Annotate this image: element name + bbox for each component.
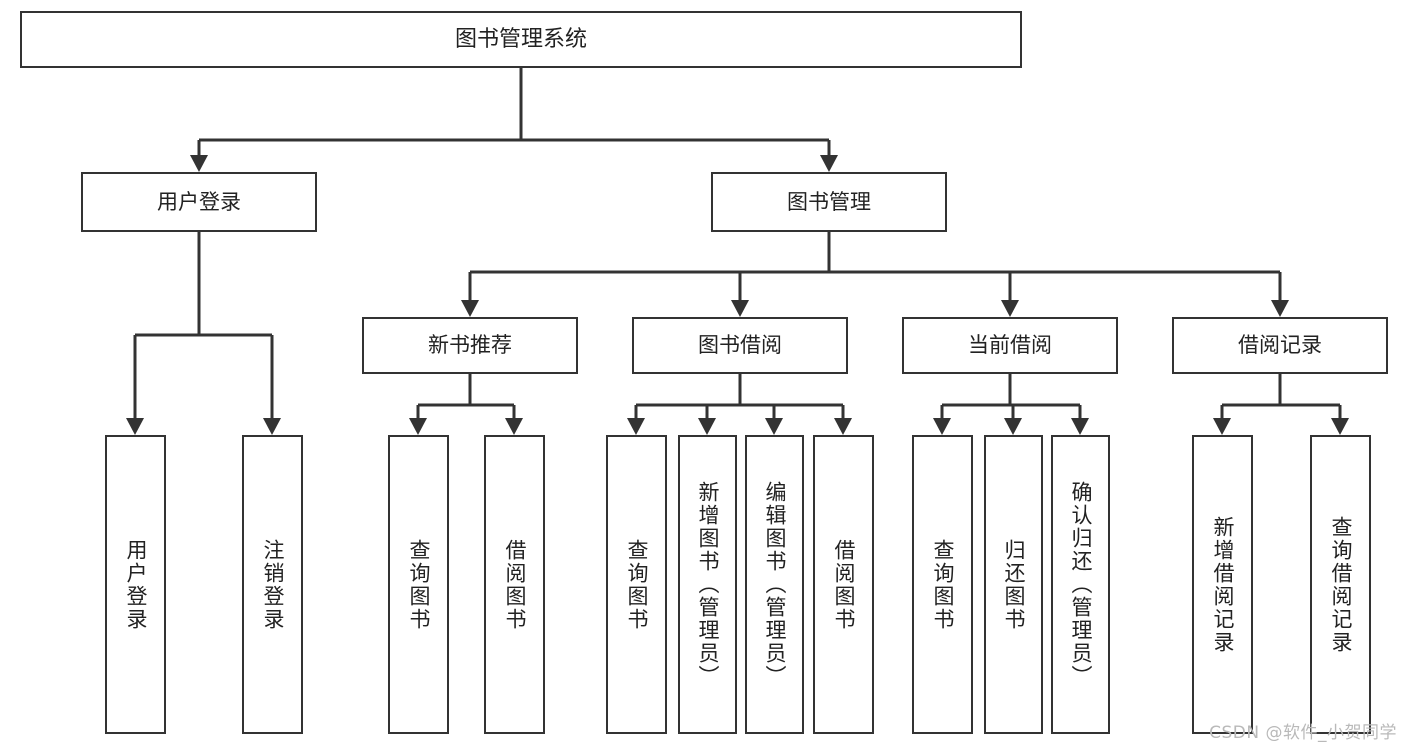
node-leaf-query-book-1[interactable]: 查询图书 <box>388 435 449 734</box>
node-leaf-label: 用户登录 <box>124 538 148 631</box>
node-leaf-label: 借阅图书 <box>832 538 856 631</box>
node-leaf-label: 确认归还（管理员） <box>1069 481 1093 688</box>
node-leaf-query-book-2[interactable]: 查询图书 <box>606 435 667 734</box>
node-leaf-label: 查询图书 <box>931 538 955 631</box>
node-leaf-label: 注销登录 <box>261 538 285 631</box>
node-leaf-label: 借阅图书 <box>503 538 527 631</box>
node-user-login[interactable]: 用户登录 <box>81 172 317 232</box>
node-current-borrow[interactable]: 当前借阅 <box>902 317 1118 374</box>
node-leaf-add-borrow-record[interactable]: 新增借阅记录 <box>1192 435 1253 734</box>
node-leaf-query-borrow-record[interactable]: 查询借阅记录 <box>1310 435 1371 734</box>
node-leaf-query-book-3[interactable]: 查询图书 <box>912 435 973 734</box>
node-book-management[interactable]: 图书管理 <box>711 172 947 232</box>
node-leaf-label: 查询图书 <box>407 538 431 631</box>
node-leaf-label: 新增借阅记录 <box>1211 515 1235 654</box>
node-leaf-label: 查询借阅记录 <box>1329 515 1353 654</box>
node-book-borrow-label: 图书借阅 <box>698 333 782 358</box>
node-leaf-edit-book[interactable]: 编辑图书（管理员） <box>745 435 804 734</box>
node-leaf-label: 新增图书（管理员） <box>696 481 720 688</box>
node-new-book-recommend-label: 新书推荐 <box>428 333 512 358</box>
watermark-text: CSDN @软件_小贺同学 <box>1209 723 1397 743</box>
node-leaf-borrow-book-2[interactable]: 借阅图书 <box>813 435 874 734</box>
node-leaf-borrow-book-1[interactable]: 借阅图书 <box>484 435 545 734</box>
node-book-borrow[interactable]: 图书借阅 <box>632 317 848 374</box>
node-new-book-recommend[interactable]: 新书推荐 <box>362 317 578 374</box>
node-leaf-user-login[interactable]: 用户登录 <box>105 435 166 734</box>
node-leaf-return-book[interactable]: 归还图书 <box>984 435 1043 734</box>
node-leaf-confirm-return[interactable]: 确认归还（管理员） <box>1051 435 1110 734</box>
node-current-borrow-label: 当前借阅 <box>968 333 1052 358</box>
node-book-management-label: 图书管理 <box>787 189 871 214</box>
node-root-label: 图书管理系统 <box>454 26 587 52</box>
node-borrow-record-label: 借阅记录 <box>1238 333 1322 358</box>
node-leaf-add-book[interactable]: 新增图书（管理员） <box>678 435 737 734</box>
node-leaf-label: 编辑图书（管理员） <box>763 481 787 688</box>
node-leaf-user-logout[interactable]: 注销登录 <box>242 435 303 734</box>
node-root-system[interactable]: 图书管理系统 <box>20 11 1022 68</box>
node-user-login-label: 用户登录 <box>157 189 241 214</box>
node-borrow-record[interactable]: 借阅记录 <box>1172 317 1388 374</box>
node-leaf-label: 查询图书 <box>625 538 649 631</box>
node-leaf-label: 归还图书 <box>1002 538 1026 631</box>
